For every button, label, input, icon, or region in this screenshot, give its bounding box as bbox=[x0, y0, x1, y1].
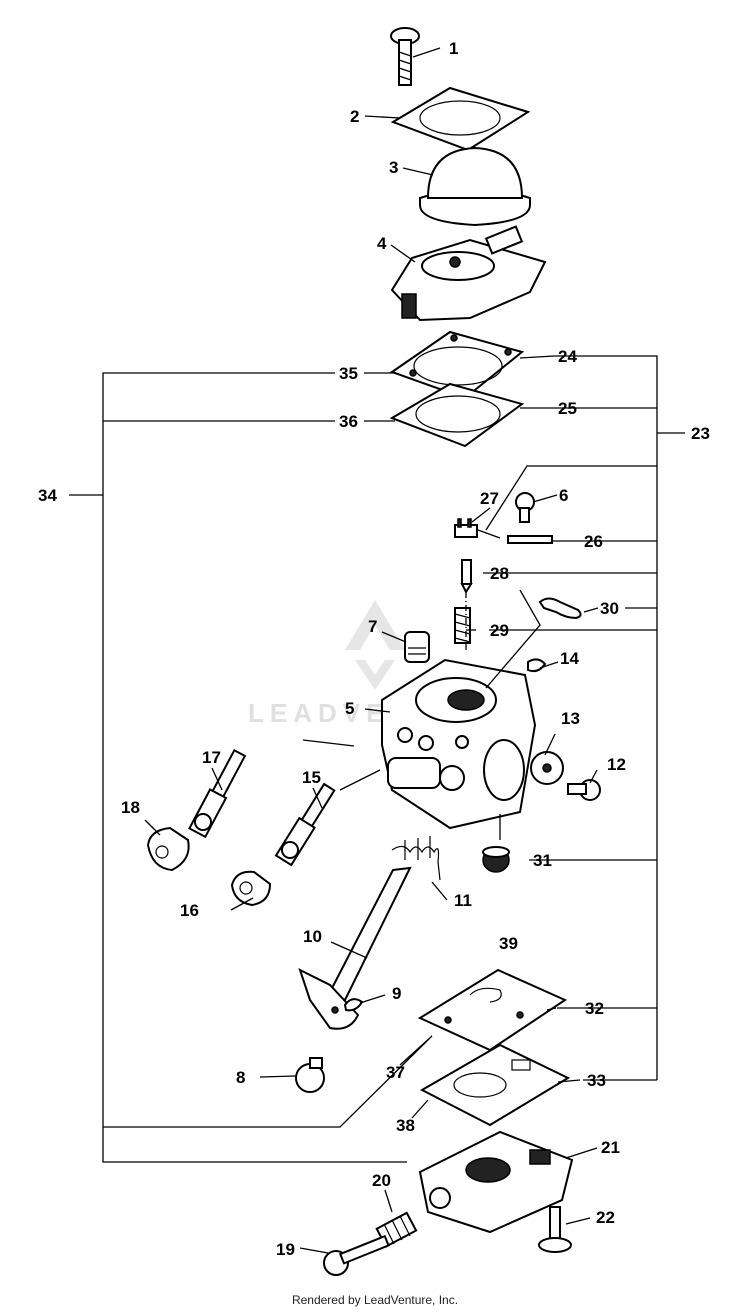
part-valve-plate bbox=[530, 751, 564, 785]
part-mixture-needle-short bbox=[274, 782, 336, 867]
part-retainer bbox=[538, 597, 582, 620]
callout-3: 3 bbox=[389, 158, 398, 177]
callout-10: 10 bbox=[303, 927, 322, 946]
part-metering-cover bbox=[418, 1130, 574, 1234]
part-throttle-shaft bbox=[298, 866, 412, 1030]
callout-11: 11 bbox=[454, 891, 472, 910]
callout-35: 35 bbox=[339, 364, 358, 383]
callout-5: 5 bbox=[345, 699, 354, 718]
part-primer-bulb bbox=[419, 146, 531, 227]
callout-36: 36 bbox=[339, 412, 358, 431]
part-spring-small bbox=[454, 607, 471, 644]
callout-17: 17 bbox=[202, 748, 221, 767]
part-fuel-screen bbox=[482, 846, 510, 873]
part-inlet-needle bbox=[460, 559, 473, 595]
callout-21: 21 bbox=[601, 1138, 620, 1157]
part-plug bbox=[404, 631, 430, 663]
callout-23: 23 bbox=[691, 424, 710, 443]
part-shaft-clip bbox=[343, 998, 364, 1012]
callout-14: 14 bbox=[560, 649, 579, 668]
callout-12: 12 bbox=[607, 755, 626, 774]
callout-28: 28 bbox=[490, 564, 509, 583]
callout-15: 15 bbox=[302, 768, 321, 787]
callout-13: 13 bbox=[561, 709, 580, 728]
callout-22: 22 bbox=[596, 1208, 615, 1227]
part-limiter-cap bbox=[146, 826, 190, 872]
leader-lines bbox=[69, 47, 685, 1254]
callout-20: 20 bbox=[372, 1171, 391, 1190]
part-gasket bbox=[389, 382, 525, 448]
callout-9: 9 bbox=[392, 984, 401, 1003]
callout-7: 7 bbox=[368, 617, 377, 636]
callout-37: 37 bbox=[386, 1063, 405, 1082]
callout-25: 25 bbox=[558, 399, 577, 418]
part-carburetor-body bbox=[381, 658, 537, 830]
callout-34: 34 bbox=[38, 486, 57, 505]
callout-16: 16 bbox=[180, 901, 199, 920]
part-pump-body bbox=[390, 225, 547, 322]
part-cover-plate bbox=[390, 86, 531, 152]
callout-26: 26 bbox=[584, 532, 603, 551]
part-needle-lever bbox=[454, 518, 478, 538]
callout-18: 18 bbox=[121, 798, 140, 817]
callout-8: 8 bbox=[236, 1068, 245, 1087]
callout-19: 19 bbox=[276, 1240, 295, 1259]
callout-30: 30 bbox=[600, 599, 619, 618]
part-screw bbox=[390, 27, 420, 86]
part-idle-screw bbox=[323, 1234, 390, 1276]
part-clip bbox=[527, 658, 547, 673]
callout-32: 32 bbox=[585, 999, 604, 1018]
part-throttle-spring bbox=[391, 836, 441, 881]
callout-33: 33 bbox=[587, 1071, 606, 1090]
part-throttle-knob bbox=[295, 1057, 325, 1093]
callout-1: 1 bbox=[449, 39, 458, 58]
callout-24: 24 bbox=[558, 347, 577, 366]
callout-39: 39 bbox=[499, 934, 518, 953]
part-small-screw bbox=[515, 492, 535, 523]
part-metering-diaphragm bbox=[417, 968, 568, 1052]
callout-numbers: 1 2 3 4 5 6 7 8 9 10 11 12 13 14 15 16 1… bbox=[38, 39, 710, 1259]
callout-6: 6 bbox=[559, 486, 568, 505]
callout-29: 29 bbox=[490, 621, 509, 640]
part-bottom-screw bbox=[538, 1206, 572, 1253]
part-lever-pin bbox=[507, 535, 553, 544]
callout-27: 27 bbox=[480, 489, 499, 508]
callout-31: 31 bbox=[533, 851, 552, 870]
part-limiter-cap-small bbox=[230, 870, 272, 907]
part-cover-screw bbox=[567, 779, 601, 801]
part-metering-gasket bbox=[419, 1043, 571, 1127]
rendered-by-footer: Rendered by LeadVenture, Inc. bbox=[291, 1293, 459, 1307]
callout-38: 38 bbox=[396, 1116, 415, 1135]
part-mixture-needle-long bbox=[188, 748, 247, 839]
callout-2: 2 bbox=[350, 107, 359, 126]
callout-4: 4 bbox=[377, 234, 387, 253]
